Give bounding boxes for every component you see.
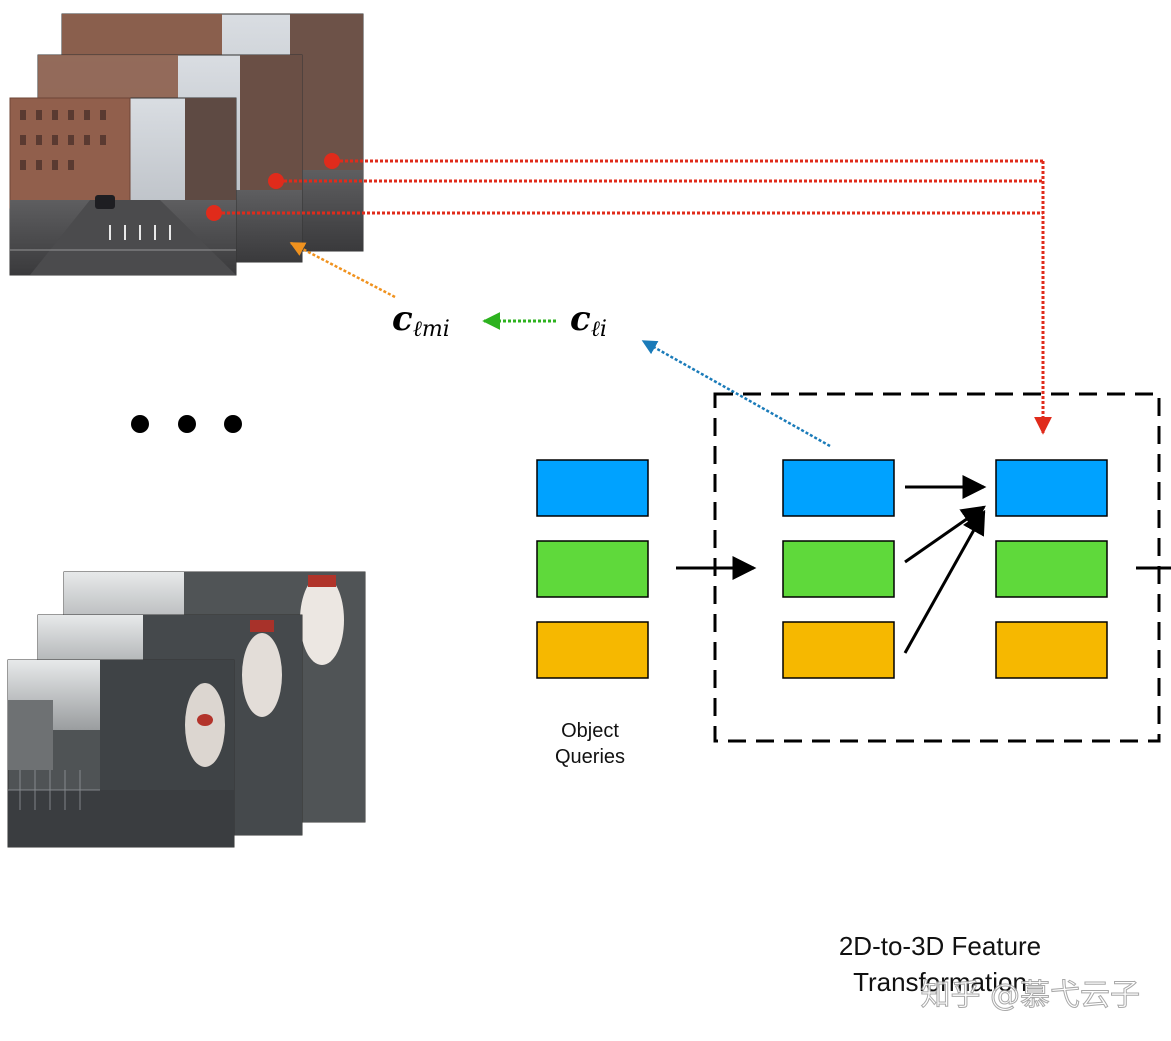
label-c-lmi: cℓmi [392,299,450,342]
label-c-li: cℓi [570,299,607,342]
watermark: 知乎 @慕弋云子 [920,978,1140,1013]
ellipsis-dots [131,415,242,433]
projection-arrow [289,241,396,299]
camera-frame-bottom-front [7,659,235,848]
block-queries-out [995,459,1108,679]
object-queries [536,459,649,679]
camera-stack-bottom [7,571,366,848]
feature-aggregation-arrows [903,475,987,654]
query-box-orange [536,621,649,679]
block-in-box-blue [782,459,895,517]
feature-transformation-label-line2: Transformation [853,967,1027,997]
projected-point-front [206,205,222,221]
camera-frame-top-front [9,97,237,276]
block-in-box-green [782,540,895,598]
object-queries-label-line2: Queries [555,746,625,768]
block-out-box-green [995,540,1108,598]
feature-transformation-label-line1: 2D-to-3D Feature [839,931,1041,961]
projected-points [206,153,340,221]
camera-stack-top [9,13,364,276]
block-queries-in [782,459,895,679]
query-box-green [536,540,649,598]
block-in-box-orange [782,621,895,679]
red-sampling-lines [222,159,1052,435]
query-box-blue [536,459,649,517]
block-out-box-blue [995,459,1108,517]
object-queries-label-line1: Object [561,720,619,742]
reference-point-arrow [641,339,831,448]
projected-point-middle [268,173,284,189]
block-out-box-orange [995,621,1108,679]
projected-point-back [324,153,340,169]
